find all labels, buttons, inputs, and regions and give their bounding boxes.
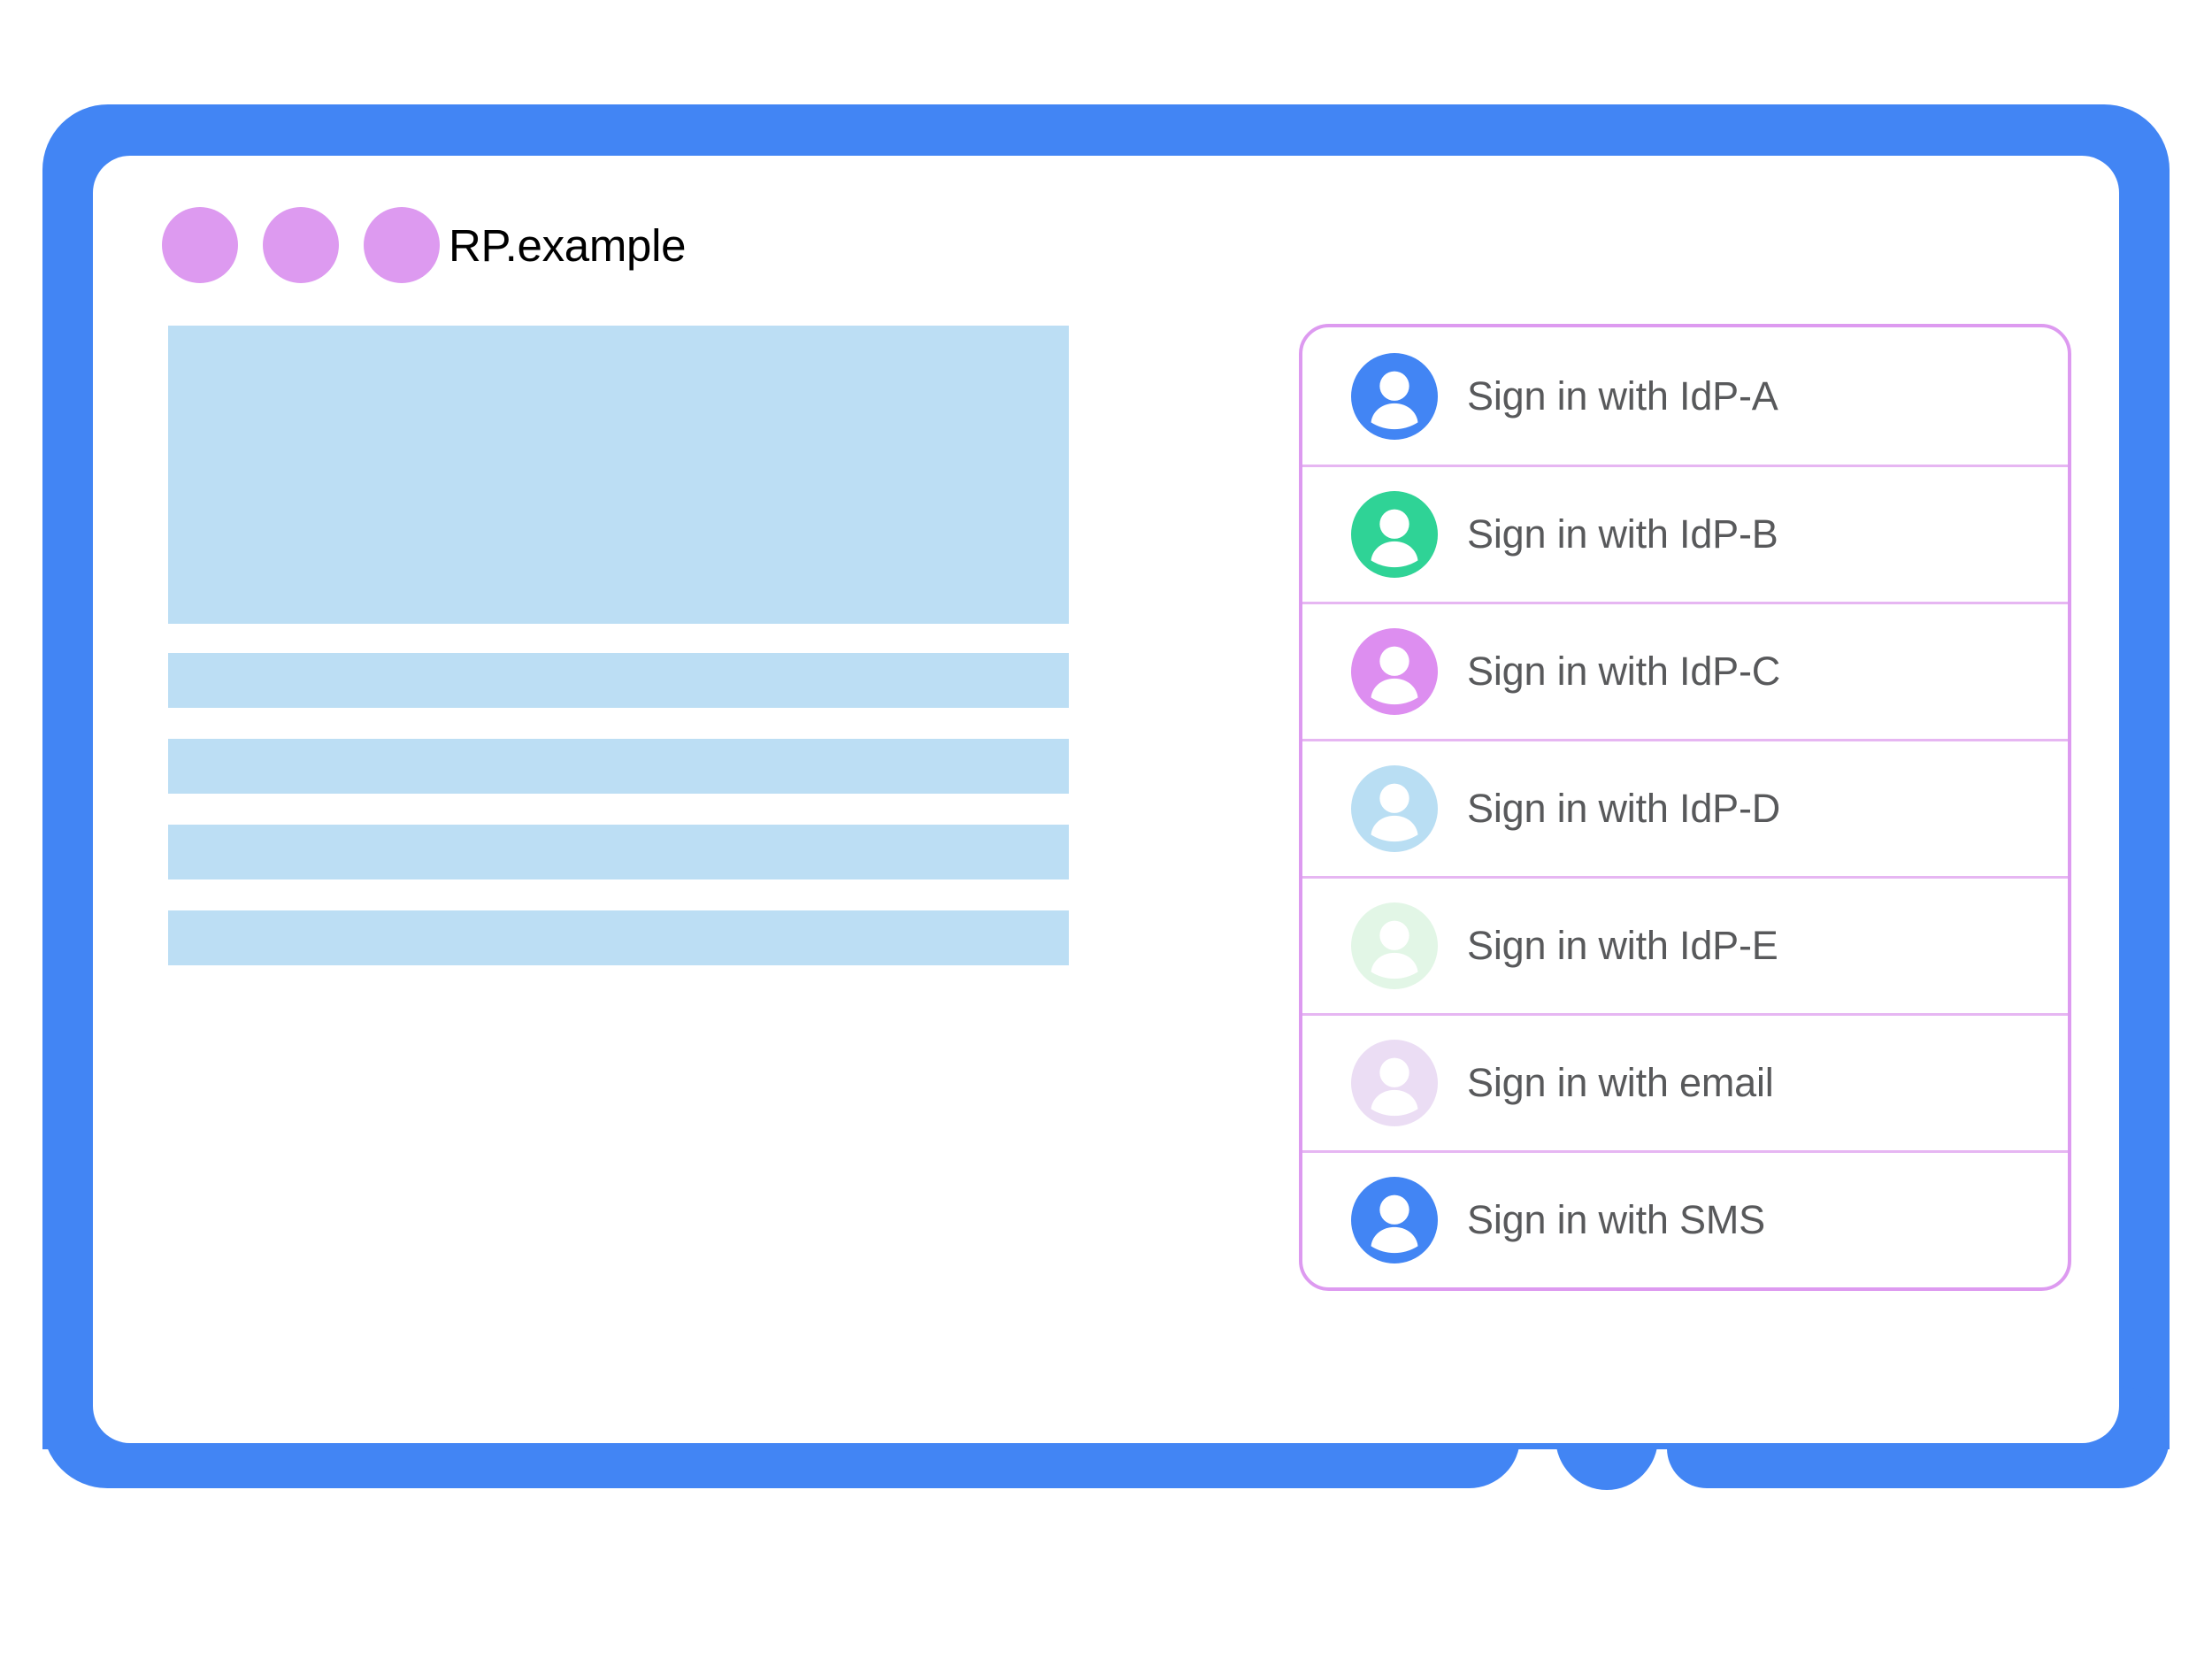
account-avatar-icon [1351,1177,1438,1263]
sign-in-option-email[interactable]: Sign in with email [1302,1013,2068,1150]
sign-in-option-sms[interactable]: Sign in with SMS [1302,1150,2068,1287]
account-avatar-icon [1351,352,1438,440]
sign-in-option-idp-a[interactable]: Sign in with IdP-A [1302,327,2068,465]
device-frame: RP.example Sign in with IdP-A [42,104,2170,1547]
text-bar-1 [168,653,1069,708]
window-dot-close-icon[interactable] [162,207,238,283]
page-content-placeholder [168,326,1069,996]
sign-in-option-label: Sign in with SMS [1467,1197,1765,1242]
text-bar-3 [168,825,1069,879]
sign-in-option-label: Sign in with IdP-B [1467,511,1778,557]
sign-in-option-idp-b[interactable]: Sign in with IdP-B [1302,465,2068,602]
sign-in-option-idp-c[interactable]: Sign in with IdP-C [1302,602,2068,739]
text-bar-4 [168,910,1069,965]
account-avatar-icon [1351,491,1438,578]
sign-in-option-idp-e[interactable]: Sign in with IdP-E [1302,876,2068,1013]
sign-in-option-label: Sign in with IdP-C [1467,649,1781,694]
sign-in-option-label: Sign in with IdP-E [1467,923,1778,968]
device-screen: RP.example Sign in with IdP-A [93,156,2119,1443]
sign-in-option-label: Sign in with IdP-D [1467,786,1781,831]
account-avatar-icon [1351,902,1438,989]
page-title: RP.example [449,220,687,271]
account-avatar-icon [1351,628,1438,715]
account-avatar-icon [1351,1040,1438,1126]
sign-in-option-idp-d[interactable]: Sign in with IdP-D [1302,739,2068,876]
sign-in-option-label: Sign in with IdP-A [1467,373,1778,419]
browser-titlebar: RP.example [93,156,2119,313]
window-dot-minimize-icon[interactable] [263,207,339,283]
hero-block [168,326,1069,624]
account-avatar-icon [1351,765,1438,852]
sign-in-option-label: Sign in with email [1467,1060,1774,1105]
text-bar-2 [168,739,1069,794]
account-chooser-dialog: Sign in with IdP-A Sign in with IdP-B [1299,324,2071,1291]
window-dot-maximize-icon[interactable] [364,207,440,283]
